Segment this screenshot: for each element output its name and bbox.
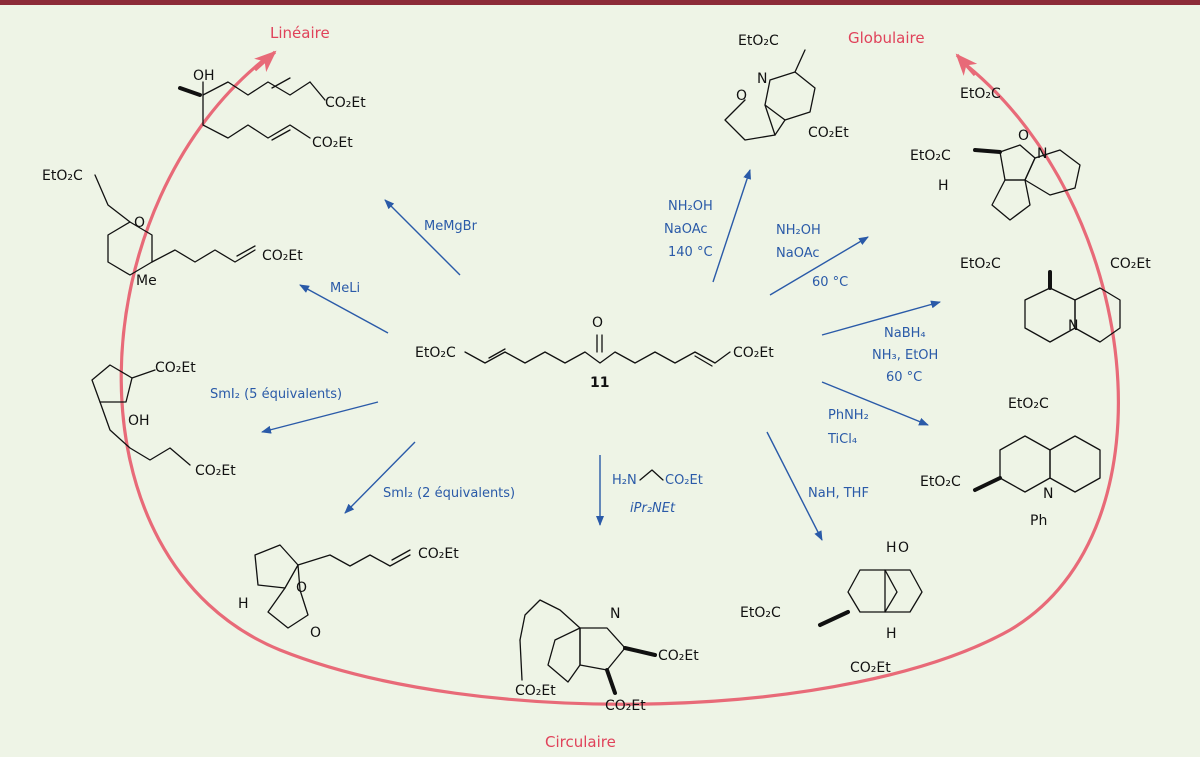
amine-ester-1: CO₂Et: [658, 648, 699, 664]
arrow-nh2oh-140: [712, 169, 751, 283]
isox-ester-top: EtO₂C: [960, 86, 1001, 102]
compound-number: 11: [590, 375, 609, 391]
center-left-ester: EtO₂C: [415, 345, 456, 361]
tricycle-ester-right: CO₂Et: [808, 125, 849, 141]
cp-oh: OH: [128, 413, 150, 429]
quinolizidine-ester-right: CO₂Et: [1110, 256, 1151, 272]
tricycle-o: O: [736, 88, 747, 104]
thp-ester-right: CO₂Et: [262, 248, 303, 264]
alcohol-ester-1: CO₂Et: [325, 95, 366, 111]
reagent-naoac-b: NaOAc: [664, 222, 708, 237]
compound-11: EtO₂C CO₂Et O 11: [415, 315, 774, 391]
alcohol-oh: OH: [193, 68, 215, 84]
diversity-circle: [119, 53, 1120, 706]
reagent-memgbr: MeMgBr: [424, 219, 478, 234]
product-tertiary-alcohol: OH CO₂Et CO₂Et: [178, 68, 366, 151]
arrow-nah: [766, 431, 823, 541]
reagent-nh2oh-a: NH₂OH: [776, 223, 821, 238]
product-oxaazatricycle: EtO₂C N O CO₂Et: [724, 33, 849, 141]
product-cyclopentanol: CO₂Et OH CO₂Et: [91, 360, 236, 479]
circle-arrowhead-left: [253, 50, 277, 73]
arrow-meli: [299, 284, 389, 334]
reagent-60c-a: 60 °C: [886, 370, 922, 385]
tricycle-n: N: [757, 71, 767, 87]
label-lineaire: Linéaire: [270, 24, 330, 42]
lactone-o: O: [296, 580, 307, 596]
cp-ester-2: CO₂Et: [195, 463, 236, 479]
label-globulaire: Globulaire: [848, 29, 925, 47]
reagent-nh3-etoh: NH₃, EtOH: [872, 348, 938, 363]
quinoline-ester-left: EtO₂C: [920, 474, 961, 490]
reagent-naoac-a: NaOAc: [776, 246, 820, 261]
decalone-h-top: H: [886, 540, 897, 556]
decalone-o: O: [898, 540, 909, 556]
arrow-smi5: [261, 401, 379, 434]
center-ketone-o: O: [592, 315, 603, 331]
label-circulaire: Circulaire: [545, 733, 616, 751]
cp-ester-1: CO₂Et: [155, 360, 196, 376]
reagent-nah: NaH, THF: [808, 486, 869, 501]
product-decalone: H O H EtO₂C CO₂Et: [740, 540, 923, 676]
isox-n: N: [1037, 146, 1047, 162]
quinolizidine-ester-left: EtO₂C: [960, 256, 1001, 272]
amine-ester-2: CO₂Et: [605, 698, 646, 714]
arrow-phnh2: [821, 381, 929, 426]
amine-nh: N: [610, 606, 620, 622]
isox-o: O: [1018, 128, 1029, 144]
decalone-ester-left: EtO₂C: [740, 605, 781, 621]
lactone-h: H: [238, 596, 249, 612]
product-octahydroquinoline: EtO₂C N Ph EtO₂C: [920, 396, 1101, 529]
arrow-smi2: [344, 441, 416, 514]
product-quinolizidine: EtO₂C CO₂Et N: [960, 256, 1151, 343]
arrow-nh2oh-60: [769, 236, 869, 296]
quinolizidine-n: N: [1068, 318, 1078, 334]
reagent-phnh2: PhNH₂: [828, 408, 869, 423]
top-bar: [0, 0, 1200, 5]
isox-ester-left: EtO₂C: [910, 148, 951, 164]
reagent-smi5: SmI₂ (5 équivalents): [210, 387, 342, 402]
product-bicyclic-lactone: O O H CO₂Et: [238, 544, 459, 641]
thp-o: O: [134, 215, 145, 231]
reagent-nabh4: NaBH₄: [884, 326, 926, 341]
reagent-ticl4: TiCl₄: [827, 432, 857, 447]
alcohol-ester-2: CO₂Et: [312, 135, 353, 151]
arrow-memgbr: [384, 199, 461, 276]
amine-ester-3: CO₂Et: [515, 683, 556, 699]
lactone-ester: CO₂Et: [418, 546, 459, 562]
reagent-glycine-ester: CO₂Et: [665, 473, 703, 488]
tricycle-ester-top: EtO₂C: [738, 33, 779, 49]
reagent-60c-b: 60 °C: [812, 275, 848, 290]
product-isoxazolidine: EtO₂C EtO₂C O N H: [910, 86, 1081, 221]
product-bicyclic-amine: N CO₂Et CO₂Et CO₂Et: [515, 599, 699, 714]
lactone-carbonyl-o: O: [310, 625, 321, 641]
reagent-glycine-amine: H₂N: [612, 473, 637, 488]
thp-ester: EtO₂C: [42, 168, 83, 184]
circle-arrowhead-right: [955, 53, 978, 77]
reagent-ipr2net: iPr₂NEt: [630, 501, 676, 516]
decalone-h-bottom: H: [886, 626, 897, 642]
reagent-140c: 140 °C: [668, 245, 713, 260]
arrow-nabh4: [821, 300, 941, 336]
quinoline-n: N: [1043, 486, 1053, 502]
product-tetrahydropyran: EtO₂C O Me CO₂Et: [42, 168, 303, 289]
reagent-meli: MeLi: [330, 281, 360, 296]
quinoline-ph: Ph: [1030, 513, 1047, 529]
isox-h: H: [938, 178, 949, 194]
quinoline-ester-top: EtO₂C: [1008, 396, 1049, 412]
center-right-ester: CO₂Et: [733, 345, 774, 361]
reagent-smi2: SmI₂ (2 équivalents): [383, 486, 515, 501]
decalone-ester-bottom: CO₂Et: [850, 660, 891, 676]
thp-me: Me: [136, 273, 157, 289]
reagent-nh2oh-b: NH₂OH: [668, 199, 713, 214]
